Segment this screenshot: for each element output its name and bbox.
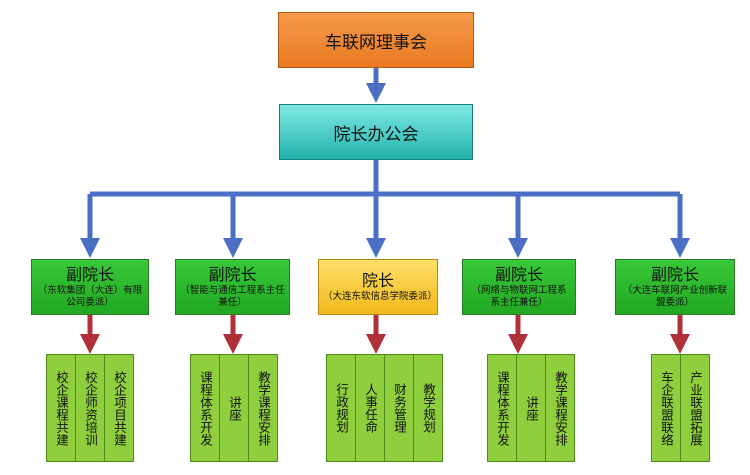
role-title: 副院长: [650, 265, 699, 285]
item-cell: 人事任命: [355, 354, 385, 462]
office-box: 院长办公会: [279, 104, 473, 160]
item-cell: 校企课程共建: [46, 354, 76, 462]
item-cell: 财务管理: [384, 354, 414, 462]
role-title: 院长: [361, 271, 394, 291]
role-box-vice-dean-2: 副院长 （智能与通信工程系主任兼任）: [175, 259, 290, 315]
role-box-vice-dean-1: 副院长 （东软集团（大连）有限公司委派）: [31, 259, 149, 315]
role-note: （东软集团（大连）有限公司委派）: [37, 285, 143, 308]
item-cell: 教学规划: [413, 354, 443, 462]
item-cell: 产业联盟拓展: [680, 354, 710, 462]
item-cell: 校企师资培训: [75, 354, 105, 462]
item-cell: 讲座: [516, 354, 546, 462]
role-title: 副院长: [494, 265, 543, 285]
item-cell: 校企项目共建: [104, 354, 134, 462]
item-cell: 教学课程安排: [248, 354, 278, 462]
item-cell: 行政规划: [326, 354, 356, 462]
role-note: （智能与通信工程系主任兼任）: [180, 285, 285, 308]
role-box-vice-dean-3: 副院长 （网络与物联网工程系系主任兼任）: [462, 259, 576, 315]
item-cell: 讲座: [219, 354, 249, 462]
council-box: 车联网理事会: [278, 12, 474, 68]
role-note: （大连车联网产业创新联盟委派）: [622, 285, 728, 308]
role-box-dean: 院长 （大连东软信息学院委派）: [318, 259, 438, 315]
item-cell: 教学课程安排: [545, 354, 575, 462]
role-title: 副院长: [208, 265, 257, 285]
item-cell: 课程体系开发: [487, 354, 517, 462]
item-cell: 课程体系开发: [190, 354, 220, 462]
item-cell: 车企联盟联络: [651, 354, 681, 462]
role-note: （网络与物联网工程系系主任兼任）: [471, 285, 567, 308]
role-box-vice-dean-4: 副院长 （大连车联网产业创新联盟委派）: [615, 259, 735, 315]
role-note: （大连东软信息学院委派）: [323, 291, 438, 303]
role-title: 副院长: [65, 265, 114, 285]
